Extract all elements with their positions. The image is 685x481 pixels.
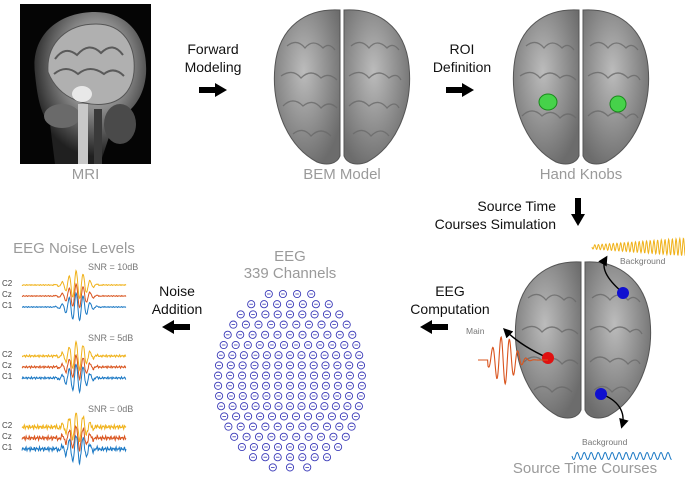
main-waveform	[478, 332, 548, 388]
annotation-background-top: Background	[620, 256, 665, 266]
noise-label-2: Addition	[132, 300, 222, 318]
background-bottom-trace	[572, 453, 672, 460]
eeg-title-1: EEG	[228, 248, 352, 265]
channel-label: Cz	[2, 290, 12, 299]
main-trace	[478, 337, 548, 384]
eeg-title-2: 339 Channels	[228, 265, 352, 282]
source-bg-bottom-dot	[595, 388, 607, 400]
channel-label: Cz	[2, 361, 12, 370]
snr-traces	[22, 341, 126, 401]
channel-label: C2	[2, 279, 12, 288]
channel-label: C1	[2, 372, 12, 381]
noise-levels-title: EEG Noise Levels	[4, 240, 144, 257]
snr-traces	[22, 412, 126, 472]
channel-trace	[22, 342, 126, 371]
background-top-waveform	[592, 236, 685, 258]
channel-label: C2	[2, 421, 12, 430]
stc-caption: Source Time Courses	[490, 460, 680, 477]
annotation-main: Main	[466, 326, 484, 336]
noise-label-1: Noise	[132, 282, 222, 300]
annotation-background-bottom: Background	[582, 437, 627, 447]
channel-label: C1	[2, 301, 12, 310]
snr-traces	[22, 270, 126, 330]
source-bg-top-dot	[617, 287, 629, 299]
channel-label: Cz	[2, 432, 12, 441]
channel-label: C2	[2, 350, 12, 359]
background-top-trace	[592, 238, 685, 255]
electrode-cap	[205, 284, 375, 474]
eegc-label-2: Computation	[400, 300, 500, 318]
channel-trace	[22, 271, 126, 299]
arrow-left-icon	[162, 320, 190, 334]
arrow-left-icon	[420, 320, 448, 334]
eegc-label-1: EEG	[400, 282, 500, 300]
channel-label: C1	[2, 443, 12, 452]
